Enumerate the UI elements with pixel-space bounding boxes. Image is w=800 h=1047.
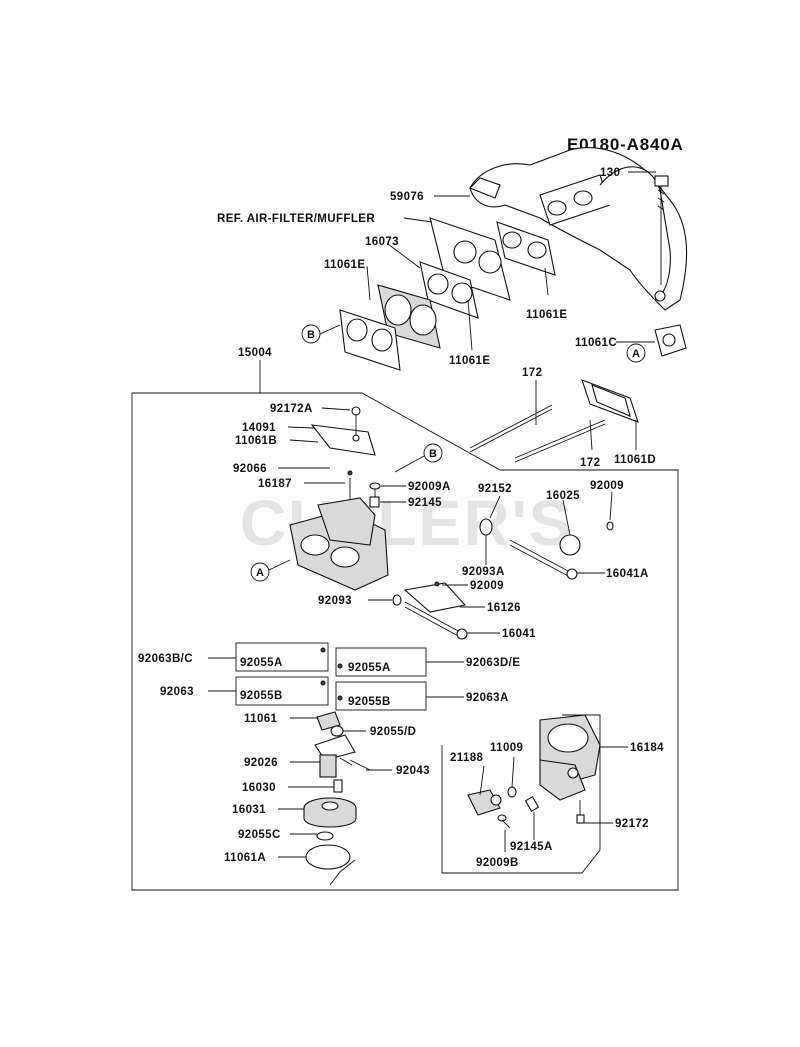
grommet-92093A [479,518,493,536]
label-16041: 16041 [502,628,536,640]
label-92145A: 92145A [510,841,553,853]
plate-14091 [310,406,376,456]
spring-16030 [333,779,343,793]
label-172-bottom: 172 [580,457,600,469]
gasket-16073-insulator [419,261,479,319]
leader-lines [208,171,656,858]
label-16184: 16184 [630,742,664,754]
label-14091: 14091 [242,422,276,434]
intake-manifold [469,147,688,311]
label-11061E-left: 11061E [324,259,365,271]
throttle-shaft-16041 [404,601,468,640]
assembly-box-15004 [131,360,679,891]
label-92066: 92066 [233,463,267,475]
throttle-body-16184 [539,714,601,824]
label-92093A: 92093A [462,566,505,578]
washer-92093 [392,594,402,606]
part-labels: 130 59076 REF. AIR-FILTER/MUFFLER 16073 … [138,167,664,869]
label-130: 130 [600,167,620,179]
gasket-11061E-right [496,221,556,276]
float-bowl-16031 [303,797,357,828]
watermark: CULLER'S [240,487,573,559]
label-92055A-left: 92055A [240,657,283,669]
label-16126: 16126 [487,602,521,614]
label-16025: 16025 [546,490,580,502]
screw-92009A [369,482,381,497]
label-92063DE: 92063D/E [466,657,520,669]
label-16031: 16031 [232,804,266,816]
sub-box-16184 [441,714,601,874]
label-21188: 21188 [450,752,484,764]
jet-box-92063BC [235,642,329,672]
callout-b-top: B [301,324,341,344]
o-ring-92055C [316,831,334,841]
svg-text:B: B [429,448,437,460]
gasket-11061C [654,324,687,357]
label-92055D: 92055/D [370,726,416,738]
label-92172A: 92172A [270,403,313,415]
label-16041A: 16041A [606,568,649,580]
label-16187: 16187 [258,478,292,490]
svg-text:B: B [307,329,315,341]
choke-shaft-16041A [509,521,614,580]
label-92055B-right: 92055B [348,696,391,708]
label-92009B: 92009B [476,857,519,869]
gasket-11061D [581,379,639,423]
callout-a-manifold: A [626,343,646,363]
label-92009A: 92009A [408,481,451,493]
gasket-11061E-left [339,309,401,371]
label-92055A-right: 92055A [348,662,391,674]
callout-b-body: B [394,443,443,473]
label-11009: 11009 [490,742,523,754]
label-59076: 59076 [390,191,424,203]
label-92009-lower: 92009 [470,580,504,592]
label-16073: 16073 [365,236,399,248]
float-needle-assembly [314,711,371,778]
label-92043: 92043 [396,765,430,777]
label-11061: 11061 [244,713,278,725]
jet-box-92063A [335,681,427,711]
label-92063BC: 92063B/C [138,653,193,665]
solenoid-21188 [467,789,502,816]
bolt-130 [654,175,669,285]
label-92063A: 92063A [466,692,509,704]
label-16030: 16030 [242,782,276,794]
label-92009-upper: 92009 [590,480,624,492]
svg-text:A: A [632,348,640,360]
screw-92009B [497,814,511,829]
label-92093: 92093 [318,595,352,607]
label-11061A: 11061A [224,852,266,864]
callout-a-body: A [250,559,291,582]
label-92055C: 92055C [238,829,281,841]
label-11061D: 11061D [614,454,656,466]
spring-92145A [524,796,540,812]
label-92063: 92063 [160,686,194,698]
label-ref-air-filter: REF. AIR-FILTER/MUFFLER [217,213,375,225]
spring-92145 [369,496,380,508]
studs-172 [469,404,606,463]
label-11061E-mid: 11061E [449,355,490,367]
washer-11009 [507,786,517,798]
label-92026: 92026 [244,757,278,769]
label-11061C: 11061C [575,337,617,349]
gasket-11061A [305,844,351,870]
carburetor-body [289,470,389,591]
svg-text:A: A [256,567,264,579]
label-92145: 92145 [408,497,442,509]
label-92152: 92152 [478,483,512,495]
label-15004: 15004 [238,347,272,359]
label-92172: 92172 [615,818,649,830]
assembly-leader [329,859,356,886]
plate-16126 [403,581,467,613]
label-11061E-right: 11061E [526,309,567,321]
label-92055B-left: 92055B [240,690,283,702]
label-11061B: 11061B [235,435,277,447]
label-172-top: 172 [522,367,542,379]
